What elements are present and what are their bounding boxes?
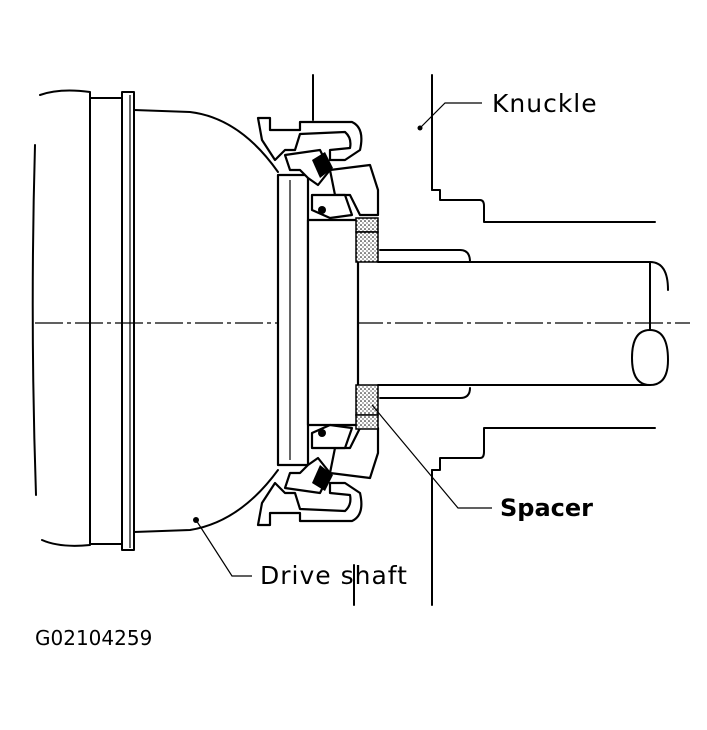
spacer-label: Spacer	[500, 494, 593, 522]
drive-shaft-leader	[195, 519, 252, 577]
upper-seal	[256, 116, 380, 220]
lower-seal	[256, 423, 380, 527]
knuckle-leader	[419, 102, 482, 129]
knuckle-body	[312, 74, 656, 606]
drive-shaft-boot	[31, 89, 279, 551]
knuckle-label: Knuckle	[492, 89, 598, 118]
spacer-ring	[355, 217, 379, 430]
shaft-stub	[377, 261, 669, 386]
spacer-leader	[371, 404, 492, 509]
drive-shaft-label: Drive shaft	[260, 561, 408, 590]
figure-code: G02104259	[35, 626, 152, 650]
outer-race	[276, 173, 360, 467]
